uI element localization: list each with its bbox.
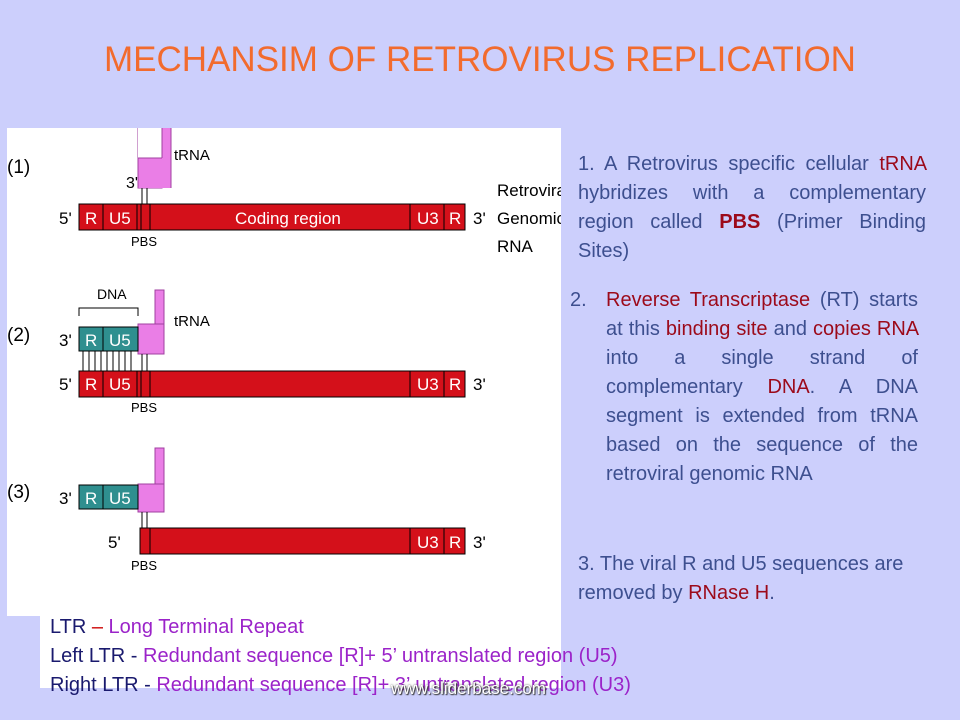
trna-shape-3 bbox=[137, 483, 165, 513]
step-1-text: 1. A Retrovirus specific cellular tRNA h… bbox=[578, 153, 926, 262]
rna-strand-1 bbox=[78, 203, 466, 231]
rna-strand-3 bbox=[139, 527, 466, 555]
replication-diagram: (1) tRNA 3' 5' R U5 Coding region U3 R 3… bbox=[7, 128, 561, 616]
slide-title: MECHANSIM OF RETROVIRUS REPLICATION bbox=[104, 40, 856, 79]
dna-u5-2: U5 bbox=[109, 331, 131, 350]
genomic-rna-line-1: Retrovira bbox=[497, 181, 561, 200]
diagram-svg: (1) tRNA 3' 5' R U5 Coding region U3 R 3… bbox=[7, 128, 561, 573]
r-right-1: R bbox=[449, 209, 461, 228]
legend-line-right-ltr: Right LTR - Redundant sequence [R]+ 3’ u… bbox=[50, 674, 631, 696]
three-prime-dna-3: 3' bbox=[59, 489, 72, 508]
dna-r-3: R bbox=[85, 489, 97, 508]
three-prime-1: 3' bbox=[473, 209, 486, 228]
pbs-label-3: PBS bbox=[131, 558, 157, 573]
r-right-2: R bbox=[449, 375, 461, 394]
genomic-rna-line-2: Genomic bbox=[497, 209, 561, 228]
legend-line-ltr: LTR – Long Terminal Repeat bbox=[50, 616, 304, 638]
three-prime-2: 3' bbox=[473, 375, 486, 394]
watermark: www.sliderbase.com bbox=[391, 679, 546, 698]
u3-1: U3 bbox=[417, 209, 439, 228]
five-prime-2: 5' bbox=[59, 375, 72, 394]
u3-2: U3 bbox=[417, 375, 439, 394]
u3-3: U3 bbox=[417, 533, 439, 552]
r-left-2: R bbox=[85, 375, 97, 394]
dna-strand-3 bbox=[78, 484, 139, 510]
step-2-text: 2.Reverse Transcriptase (RT) starts at t… bbox=[570, 289, 919, 485]
three-prime-dna-2: 3' bbox=[59, 331, 72, 350]
step-1-label: (1) bbox=[7, 157, 30, 178]
trna-label-1: tRNA bbox=[174, 147, 210, 164]
dna-label: DNA bbox=[97, 286, 127, 302]
step-3-label: (3) bbox=[7, 482, 30, 503]
three-prime-3: 3' bbox=[473, 533, 486, 552]
pbs-label-2: PBS bbox=[131, 400, 157, 415]
trna-shape-2 bbox=[137, 323, 165, 355]
coding-region-label: Coding region bbox=[235, 209, 341, 228]
dna-u5-3: U5 bbox=[109, 489, 131, 508]
dna-strand-2 bbox=[78, 326, 139, 352]
pbs-label-1: PBS bbox=[131, 234, 157, 249]
step-2-label: (2) bbox=[7, 325, 30, 346]
dna-r-2: R bbox=[85, 331, 97, 350]
three-prime-trna-1: 3' bbox=[126, 175, 138, 192]
five-prime-1: 5' bbox=[59, 209, 72, 228]
u5-2: U5 bbox=[109, 375, 131, 394]
five-prime-3: 5' bbox=[108, 533, 121, 552]
step-3-text: 3. The viral R and U5 sequences are remo… bbox=[578, 553, 904, 604]
u5-1: U5 bbox=[109, 209, 131, 228]
r-left-1: R bbox=[85, 209, 97, 228]
r-right-3: R bbox=[449, 533, 461, 552]
dna-bracket bbox=[78, 307, 139, 316]
base-pairing-lines bbox=[82, 351, 148, 371]
legend-line-left-ltr: Left LTR - Redundant sequence [R]+ 5’ un… bbox=[50, 645, 618, 667]
trna-label-2: tRNA bbox=[174, 313, 210, 330]
ltr-legend: LTR – Long Terminal Repeat Left LTR - Re… bbox=[40, 616, 631, 696]
genomic-rna-line-3: RNA bbox=[497, 237, 534, 256]
rna-strand-2 bbox=[78, 370, 466, 398]
